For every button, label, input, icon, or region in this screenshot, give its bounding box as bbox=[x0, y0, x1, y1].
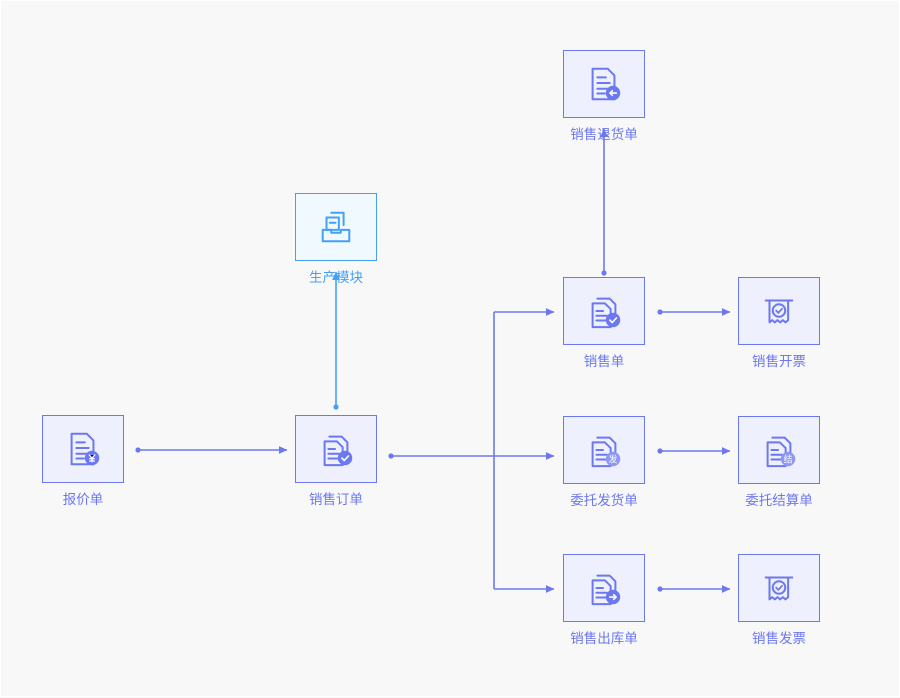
node-sales-return-box[interactable] bbox=[563, 50, 645, 118]
node-sales-return-label: 销售退货单 bbox=[570, 127, 638, 142]
receipt-check-icon bbox=[760, 292, 798, 330]
document-yuan-icon bbox=[64, 430, 102, 468]
connector-quotation-to-sales-order bbox=[135, 446, 288, 454]
node-sales-bill-label: 销售单 bbox=[583, 354, 625, 369]
connector-sales-bill-to-return bbox=[600, 128, 608, 276]
documents-fa-icon: 发 bbox=[585, 431, 623, 469]
node-sales-order-label: 销售订单 bbox=[309, 492, 363, 507]
connector-delivery-to-settlement bbox=[657, 447, 731, 455]
documents-check-icon bbox=[317, 430, 355, 468]
node-consignment-settlement-box[interactable]: 结 bbox=[738, 416, 820, 484]
node-sales-receipt-box[interactable] bbox=[738, 554, 820, 622]
node-quotation-box[interactable] bbox=[42, 415, 124, 483]
connector-sales-order-to-production bbox=[332, 271, 340, 410]
node-sales-receipt-label: 销售发票 bbox=[752, 631, 806, 646]
node-consignment-delivery-box[interactable]: 发 bbox=[563, 416, 645, 484]
node-consignment-settlement-label: 委托结算单 bbox=[745, 493, 813, 508]
node-sales-invoicing-label: 销售开票 bbox=[752, 354, 806, 369]
documents-jie-icon: 结 bbox=[760, 431, 798, 469]
node-production-module-box[interactable] bbox=[295, 193, 377, 261]
node-sales-outbound-label: 销售出库单 bbox=[570, 631, 638, 646]
inbox-tray-icon bbox=[317, 208, 355, 246]
node-sales-invoicing-box[interactable] bbox=[738, 277, 820, 345]
connector-outbound-to-receipt bbox=[657, 585, 731, 593]
svg-text:发: 发 bbox=[609, 453, 618, 464]
node-quotation-label: 报价单 bbox=[62, 492, 104, 507]
node-sales-outbound-box[interactable] bbox=[563, 554, 645, 622]
node-sales-bill-box[interactable] bbox=[563, 277, 645, 345]
node-consignment-delivery-label: 委托发货单 bbox=[570, 493, 638, 508]
receipt-check-icon bbox=[760, 569, 798, 607]
connector-sales-bill-to-invoicing bbox=[657, 308, 731, 316]
document-arrow-left-icon bbox=[585, 65, 623, 103]
documents-check-icon bbox=[585, 292, 623, 330]
connector-sales-order-trunk bbox=[388, 452, 555, 460]
documents-arrow-right-icon bbox=[585, 569, 623, 607]
svg-text:结: 结 bbox=[784, 453, 793, 464]
node-production-module-label: 生产模块 bbox=[309, 270, 363, 285]
node-sales-order-box[interactable] bbox=[295, 415, 377, 483]
